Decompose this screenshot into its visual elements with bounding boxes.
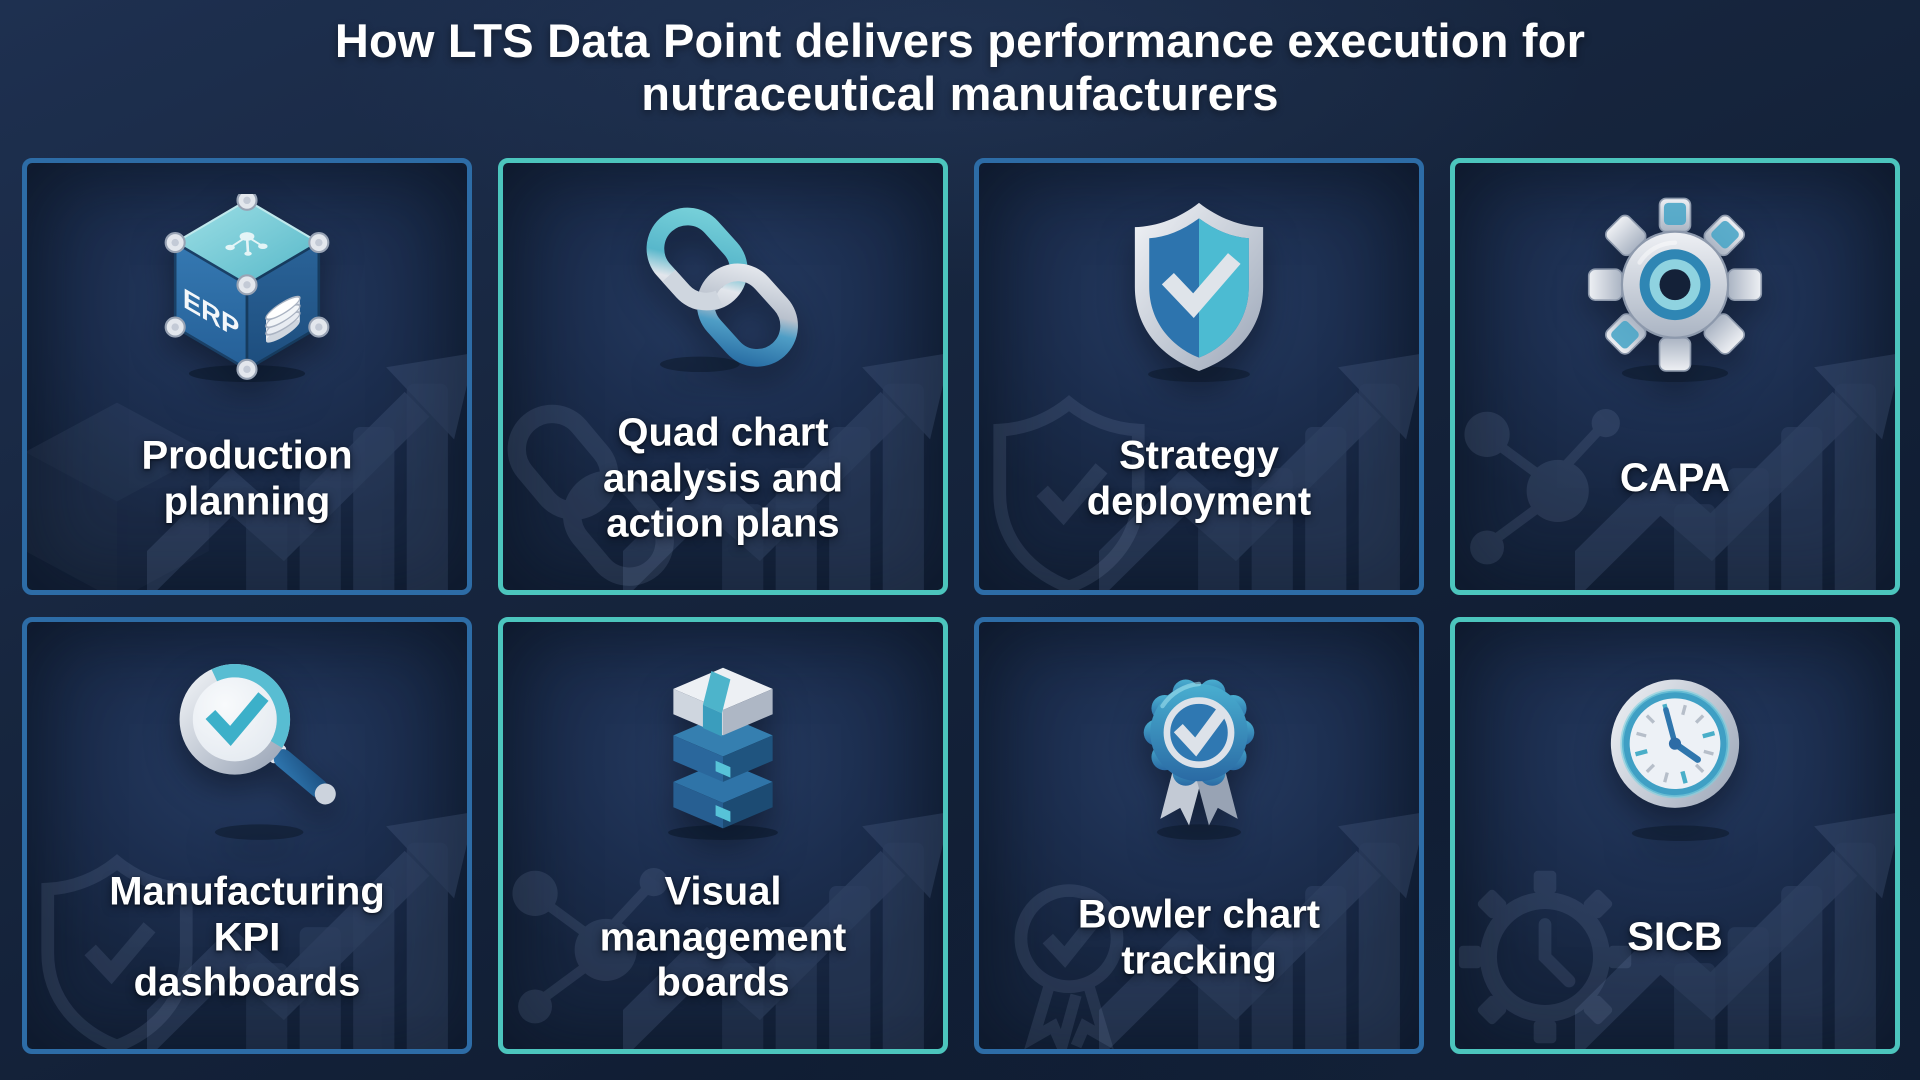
card-manufacturing-kpi-dashboards: Manufacturing KPI dashboards <box>22 617 472 1054</box>
card-label: Quad chart analysis and action plans <box>602 410 844 546</box>
card-icon-area: ERP <box>27 181 467 395</box>
title-line-2: nutraceutical manufacturers <box>641 67 1279 121</box>
card-label: SICB <box>1627 915 1723 960</box>
card-icon-area <box>979 181 1419 395</box>
card-label: Visual management boards <box>599 869 847 1005</box>
magnifier-check-icon <box>179 664 336 840</box>
clock-icon <box>1610 679 1740 841</box>
page-title: How LTS Data Point delivers performance … <box>0 14 1920 120</box>
title-line-1: How LTS Data Point delivers performance … <box>334 14 1586 67</box>
card-icon-area <box>27 640 467 854</box>
stacked-boards-icon <box>668 667 778 840</box>
card-icon-area <box>503 640 943 854</box>
card-capa: CAPA <box>1450 158 1900 595</box>
erp-cube-icon: ERP <box>164 194 330 382</box>
shield-check-icon <box>1134 202 1264 382</box>
card-icon-area <box>1455 640 1895 854</box>
chain-link-icon <box>646 207 798 373</box>
card-label: Strategy deployment <box>1086 433 1312 523</box>
card-icon-area <box>979 640 1419 854</box>
card-sicb: SICB <box>1450 617 1900 1054</box>
card-label: Manufacturing KPI dashboards <box>109 869 385 1005</box>
card-bowler-chart-tracking: Bowler chart tracking <box>974 617 1424 1054</box>
card-visual-management-boards: Visual management boards <box>498 617 948 1054</box>
card-strategy-deployment: Strategy deployment <box>974 158 1424 595</box>
gear-icon <box>1587 197 1763 382</box>
card-label: CAPA <box>1619 456 1731 501</box>
feature-grid: ERP <box>22 158 1900 1054</box>
card-icon-area <box>1455 181 1895 395</box>
card-label: Production planning <box>141 433 353 523</box>
card-quad-chart-analysis: Quad chart analysis and action plans <box>498 158 948 595</box>
card-icon-area <box>503 181 943 395</box>
award-ribbon-icon <box>1143 679 1255 840</box>
card-production-planning: ERP <box>22 158 472 595</box>
card-label: Bowler chart tracking <box>1077 892 1321 982</box>
